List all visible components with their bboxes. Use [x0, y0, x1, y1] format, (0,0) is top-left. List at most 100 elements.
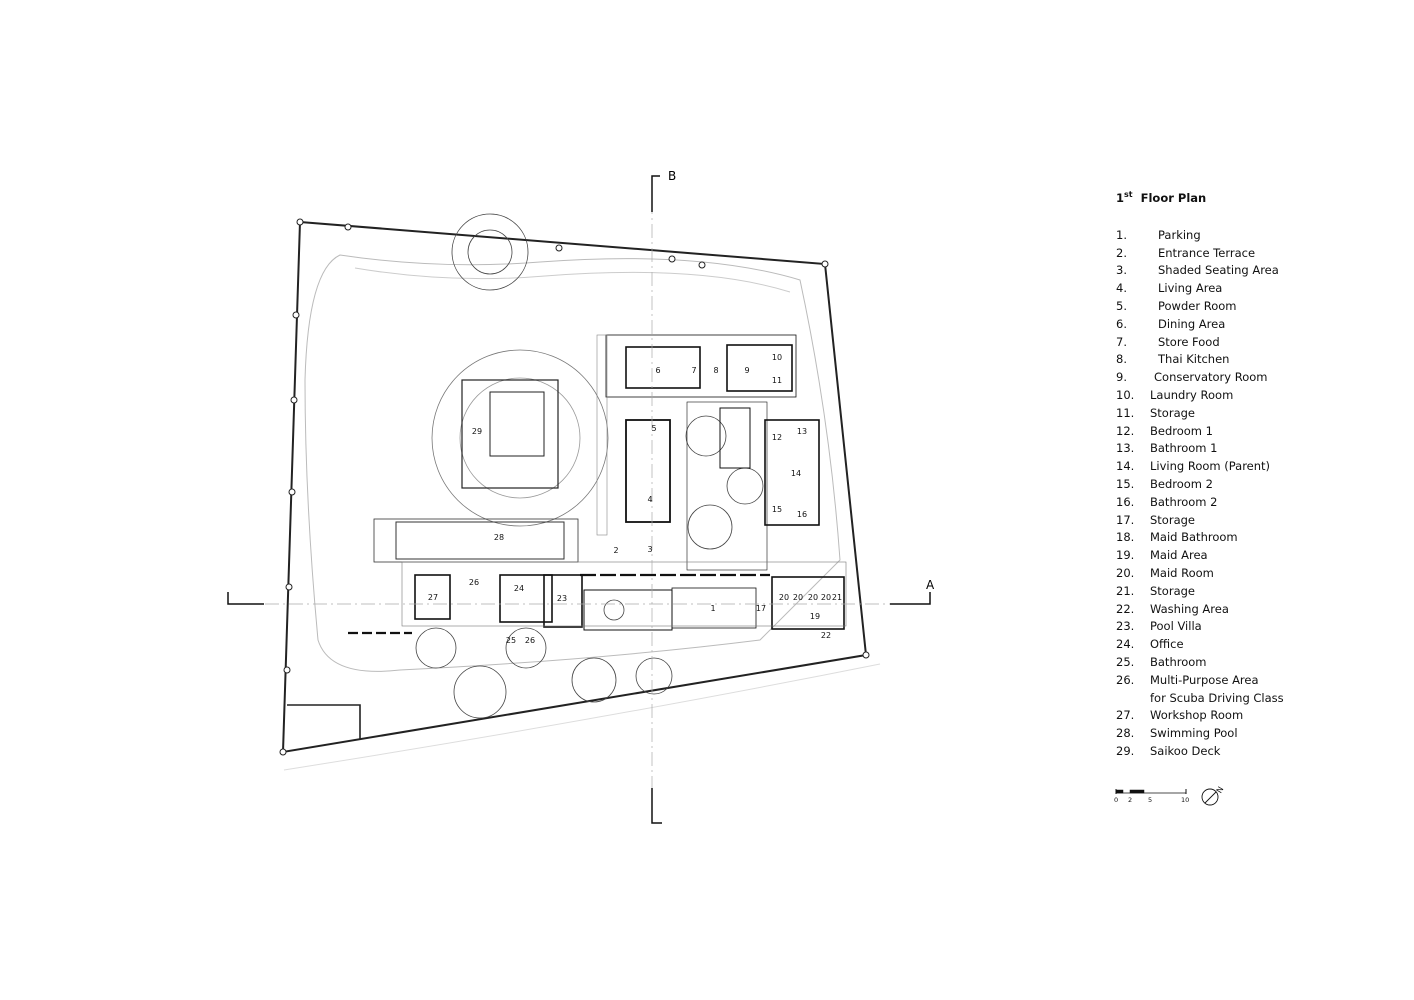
legend-item: 10.Laundry Room — [1116, 387, 1376, 405]
room-number: 28 — [494, 533, 504, 542]
legend-item-name: Maid Room — [1150, 565, 1214, 580]
legend-item-number: 15. — [1116, 476, 1135, 491]
legend-item: 8.Thai Kitchen — [1116, 351, 1376, 369]
room-number: 12 — [772, 433, 782, 442]
legend-item-number: 3. — [1116, 263, 1127, 278]
legend-item: 13.Bathroom 1 — [1116, 440, 1376, 458]
legend-item-number: 29. — [1116, 743, 1135, 758]
legend-item-name: Bedroom 2 — [1150, 476, 1213, 491]
room-number: 23 — [557, 594, 567, 603]
legend-item-name: Maid Area — [1150, 548, 1208, 563]
legend-item-number: 11. — [1116, 405, 1135, 420]
legend-item-number: 23. — [1116, 619, 1135, 634]
scale-bar — [1115, 789, 1187, 794]
room-number: 20 — [808, 593, 818, 602]
site-boundary — [281, 220, 881, 771]
legend-item-number: 7. — [1116, 334, 1127, 349]
section-mark-a: A — [926, 578, 935, 592]
legend-item: 9. Conservatory Room — [1116, 369, 1376, 387]
legend-item: 11. Storage — [1116, 405, 1376, 423]
legend-item: 16. Bathroom 2 — [1116, 494, 1376, 512]
legend-item-number: 24. — [1116, 637, 1135, 652]
room-number: 29 — [472, 427, 482, 436]
legend-item-name: Saikoo Deck — [1150, 743, 1221, 758]
legend-item-name: Bathroom 2 — [1150, 494, 1218, 509]
legend-item-name: Conservatory Room — [1154, 370, 1268, 385]
room-number: 20 — [779, 593, 789, 602]
legend-item-name: Office — [1150, 637, 1184, 652]
legend-item-number: 21. — [1116, 583, 1135, 598]
room-number: 13 — [797, 427, 807, 436]
legend-item: 21. Storage — [1116, 583, 1376, 601]
legend-item-name: Living Room (Parent) — [1150, 459, 1271, 474]
legend-item: 4. Living Area — [1116, 280, 1376, 298]
scale-tick-label: 0 — [1114, 796, 1118, 804]
room-number: 17 — [756, 604, 766, 613]
legend-item: 26.Multi-Purpose Area — [1116, 672, 1376, 690]
legend-item-number: 16. — [1116, 494, 1135, 509]
legend-item-name: Swimming Pool — [1150, 726, 1238, 741]
legend-item-number: 25. — [1116, 654, 1135, 669]
legend-item-name: Laundry Room — [1150, 388, 1234, 402]
north-label: N — [1215, 785, 1226, 795]
legend-item: 22.Washing Area — [1116, 601, 1376, 619]
room-number: 20 — [821, 593, 831, 602]
legend-item-number: 4. — [1116, 281, 1127, 296]
legend-title-text: Floor Plan — [1140, 190, 1207, 205]
legend-item: 25.Bathroom — [1116, 654, 1376, 672]
room-number: 24 — [514, 584, 524, 593]
legend-item-name: Living Area — [1158, 281, 1223, 296]
room-legend: 1st Floor Plan 1. Parking 2. Entrance Terra… — [1116, 190, 1376, 761]
room-number: 8 — [713, 366, 718, 375]
room-number-labels: 1 2 3 4 5 6 7 8 9 10 11 12 13 14 15 16 1… — [428, 353, 842, 645]
legend-item-number: 20. — [1116, 565, 1135, 580]
legend-item-name: Storage — [1150, 583, 1195, 598]
legend-item-name: Maid Bathroom — [1150, 530, 1238, 545]
room-number: 10 — [772, 353, 782, 362]
legend-item-continuation: for Scuba Driving Class — [1116, 690, 1376, 708]
building-walls — [348, 334, 847, 635]
scale-tick-label: 10 — [1181, 796, 1189, 804]
legend-item-name: Thai Kitchen — [1158, 352, 1230, 367]
room-number: 19 — [810, 612, 820, 621]
legend-title: 1st Floor Plan — [1116, 190, 1376, 205]
section-lines — [227, 175, 931, 824]
room-number: 2 — [613, 546, 618, 555]
room-number: 3 — [647, 545, 652, 554]
room-number: 15 — [772, 505, 782, 514]
room-number: 7 — [691, 366, 696, 375]
room-number: 4 — [647, 495, 652, 504]
legend-item-number: 9. — [1116, 370, 1127, 385]
room-number: 5 — [651, 424, 656, 433]
scale-tick-label: 2 — [1128, 796, 1132, 804]
legend-item: 12.Bedroom 1 — [1116, 423, 1376, 441]
legend-item: 24. Office — [1116, 636, 1376, 654]
legend-item-number: 22. — [1116, 601, 1135, 616]
room-number: 26 — [525, 636, 535, 645]
legend-item-name: Storage — [1150, 405, 1195, 420]
legend-item-number: 1. — [1116, 227, 1127, 242]
room-number: 11 — [772, 376, 782, 385]
legend-item: 7.Store Food — [1116, 334, 1376, 352]
legend-item: 18.Maid Bathroom — [1116, 529, 1376, 547]
legend-item: 1. Parking — [1116, 227, 1376, 245]
room-number: 16 — [797, 510, 807, 519]
legend-item-name-continued: for Scuba Driving Class — [1150, 690, 1284, 705]
legend-item-number: 6. — [1116, 316, 1127, 331]
legend-item-number: 2. — [1116, 245, 1127, 260]
legend-item-number: 17. — [1116, 512, 1135, 527]
room-number: 1 — [710, 604, 715, 613]
legend-item-name: Storage — [1150, 512, 1195, 527]
legend-item-name: Parking — [1158, 227, 1201, 242]
legend-item-number: 28. — [1116, 726, 1135, 741]
room-number: 21 — [832, 593, 842, 602]
room-number: 22 — [821, 631, 831, 640]
legend-title-superscript: st — [1124, 190, 1133, 199]
swimming-pool — [373, 518, 579, 563]
legend-item-number: 26. — [1116, 672, 1135, 687]
legend-item: 15. Bedroom 2 — [1116, 476, 1376, 494]
boundary-posts — [279, 218, 870, 756]
legend-item-name: Entrance Terrace — [1158, 245, 1256, 260]
